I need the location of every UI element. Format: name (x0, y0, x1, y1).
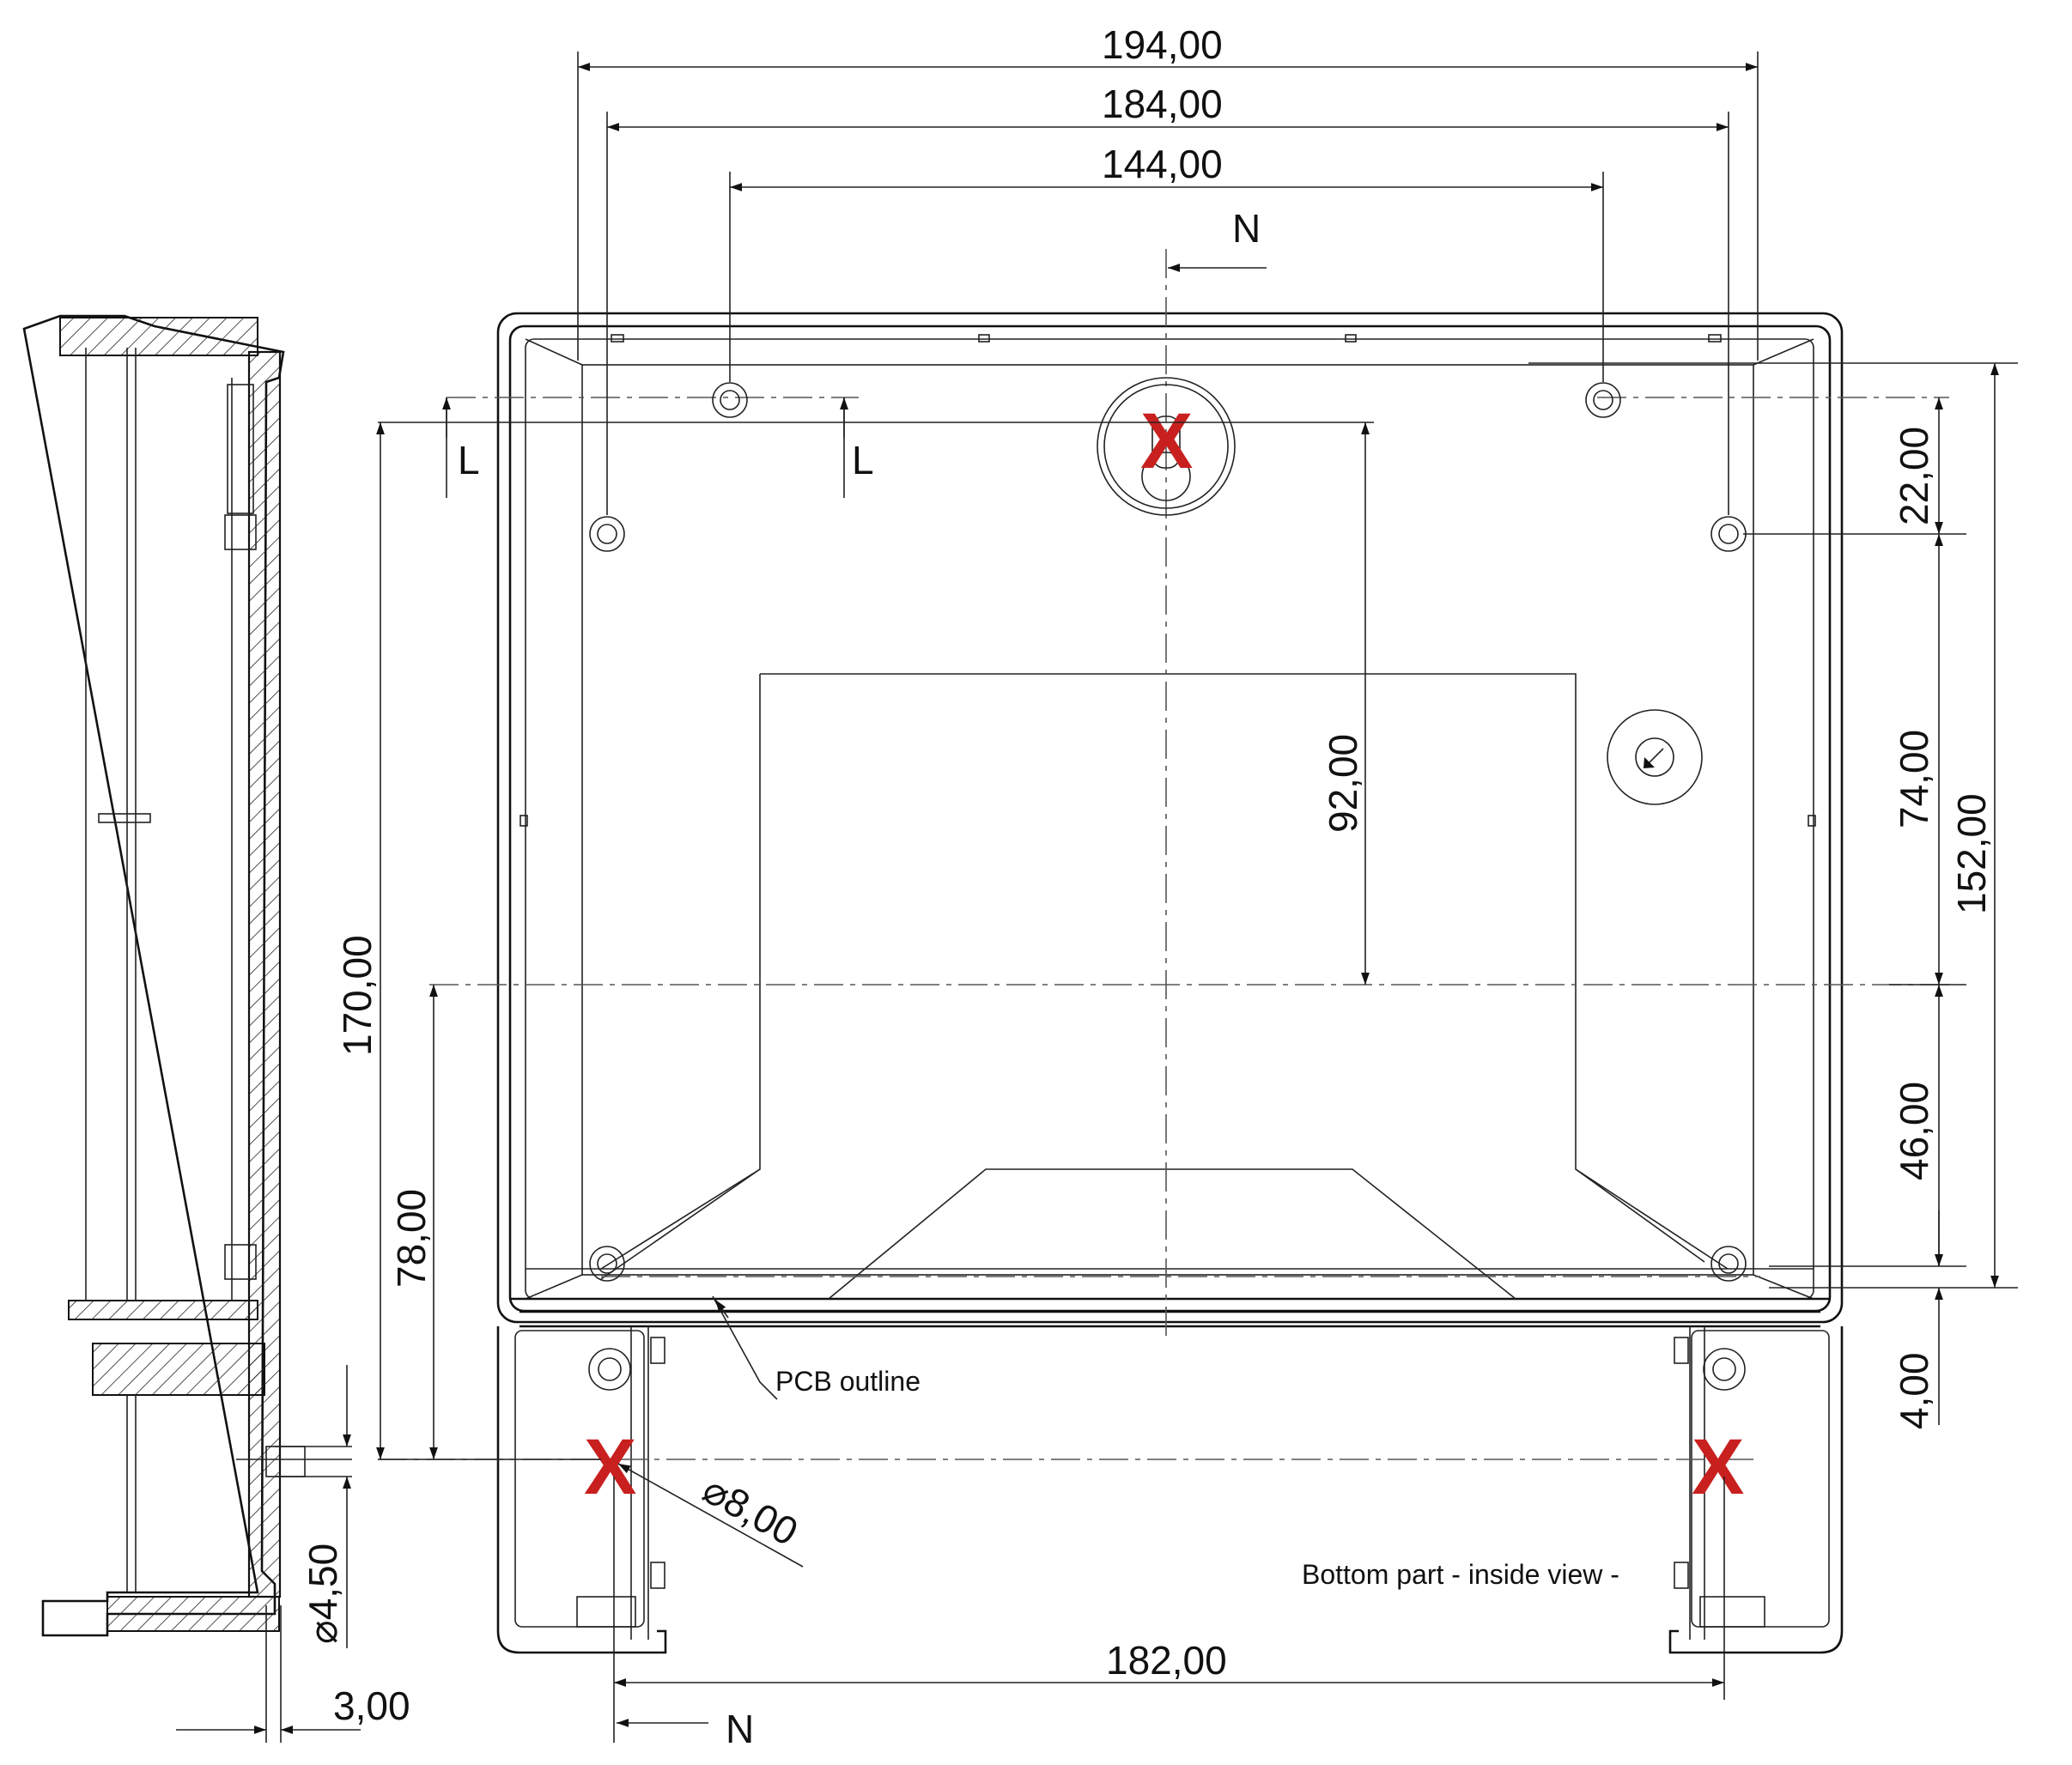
dim-height-78: 78,00 (389, 985, 438, 1459)
pcb-outline-callout: PCB outline (712, 1295, 921, 1400)
dim-height-170: 170,00 (335, 422, 1374, 1460)
pcb-pocket (600, 673, 1729, 1300)
gland-symbol (1607, 709, 1703, 805)
dim-height-46: 46,00 (1892, 985, 1943, 1266)
screw-hole (589, 1246, 625, 1282)
width-194-label: 194,00 (1102, 22, 1223, 67)
height-78-label: 78,00 (389, 1189, 434, 1288)
height-46-label: 46,00 (1892, 1082, 1936, 1180)
diameter-4-50-label: ⌀4,50 (301, 1544, 345, 1644)
dim-width-184: 184,00 (606, 82, 1729, 515)
wall-3-00-label: 3,00 (333, 1683, 410, 1728)
height-22-label: 22,00 (1892, 427, 1936, 525)
section-l-left-label: L (458, 438, 480, 482)
view-caption: Bottom part - inside view - (1302, 1559, 1619, 1590)
screw-bosses (588, 382, 1747, 1391)
dim-height-4: 4,00 (1892, 1210, 1943, 1429)
dim-height-22: 22,00 (1892, 397, 1943, 534)
height-170-label: 170,00 (335, 935, 380, 1056)
section-l-right-label: L (852, 438, 874, 482)
x-marker-top: X (1140, 397, 1193, 485)
housing-outline (496, 312, 1844, 1654)
section-marker-l-right: L (840, 397, 874, 498)
height-74-label: 74,00 (1892, 730, 1936, 828)
dim-width-144: 144,00 (729, 142, 1604, 382)
width-144-label: 144,00 (1102, 142, 1223, 186)
x-marker-right: X (1692, 1423, 1744, 1511)
height-92-label: 92,00 (1321, 734, 1365, 833)
center-lines (378, 249, 1949, 1460)
section-marker-l-left: L (442, 397, 480, 498)
side-section-view (22, 314, 352, 1637)
screw-hole (1703, 1348, 1746, 1391)
right-dimension-extensions (1528, 362, 2018, 1289)
pcb-outline-label: PCB outline (775, 1366, 921, 1397)
keyhole-mount (1097, 377, 1236, 516)
diameter-8-label: ⌀8,00 (696, 1466, 805, 1554)
section-marker-n-top: N (1168, 206, 1267, 272)
screw-hole (1710, 1246, 1747, 1282)
width-182-label: 182,00 (1106, 1638, 1227, 1683)
screw-hole (588, 1348, 631, 1391)
x-marker-left: X (584, 1423, 636, 1511)
section-n-bottom-label: N (726, 1707, 754, 1751)
dim-width-182: 182,00 (613, 1477, 1725, 1743)
screw-hole (589, 516, 625, 552)
dim-height-92: 92,00 (1321, 422, 1370, 985)
section-marker-n-bottom: N (617, 1707, 754, 1751)
dim-diameter-8: ⌀8,00 (617, 1463, 805, 1568)
dim-wall-3-00: 3,00 (176, 1605, 410, 1743)
screw-hole (1585, 382, 1621, 418)
screw-hole (712, 382, 748, 418)
height-152-label: 152,00 (1949, 793, 1994, 914)
section-n-top-label: N (1232, 206, 1261, 251)
dim-width-194: 194,00 (577, 22, 1759, 361)
screw-hole (1710, 516, 1747, 552)
dim-height-74: 74,00 (1892, 534, 1943, 985)
width-184-label: 184,00 (1102, 82, 1223, 126)
dim-height-152: 152,00 (1949, 363, 1999, 1288)
height-4-label: 4,00 (1892, 1352, 1936, 1429)
red-x-markers: X X X (584, 397, 1744, 1511)
dim-diameter-4-50: ⌀4,50 (275, 1365, 352, 1648)
